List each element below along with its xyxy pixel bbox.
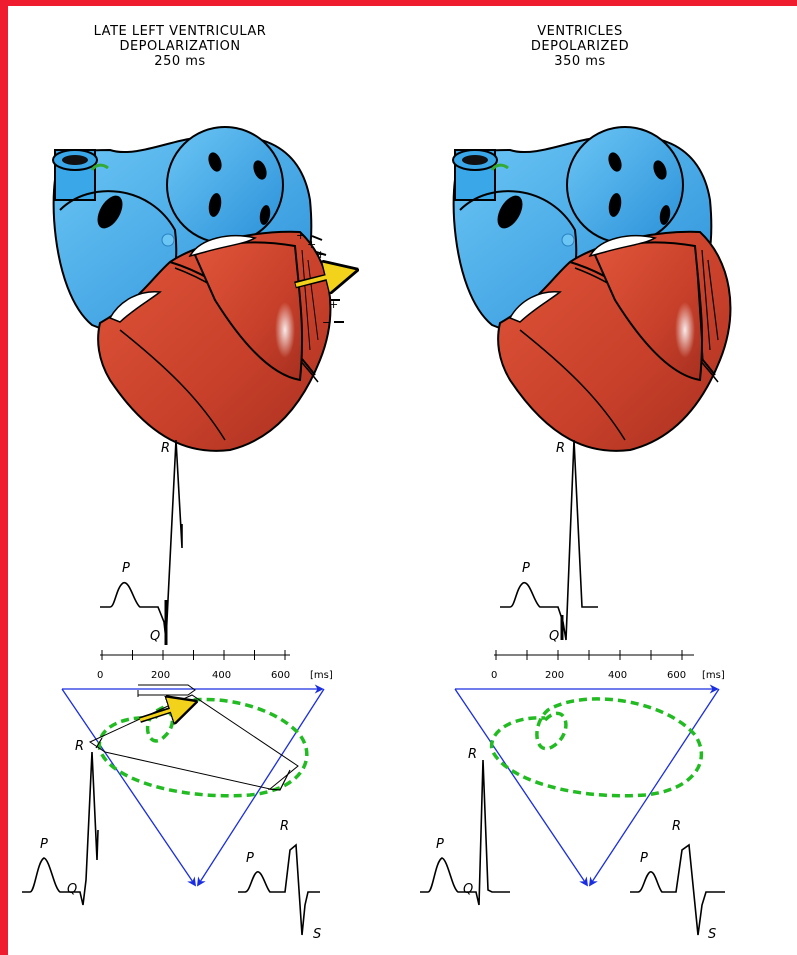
panel-2-vector-loop <box>492 699 702 796</box>
panel-1-lead-left-p-label: P <box>40 837 48 852</box>
panel-1-lead-left-r-label: R <box>75 739 84 754</box>
panel-1-lead-left-q-label: Q <box>67 882 77 897</box>
panel-2-lead-left-q-label: Q <box>463 882 473 897</box>
panel-1-ecg-trace <box>100 440 182 645</box>
panel-1-ecg-p-label: P <box>122 561 130 576</box>
panel-2-lead-right-p-label: P <box>640 851 648 866</box>
panel-1-tick-200: 200 <box>151 670 170 681</box>
panel-2-tick-0: 0 <box>491 670 497 681</box>
panel-2-lead-left-r-label: R <box>468 747 477 762</box>
panel-1-tick-600: 600 <box>271 670 290 681</box>
panel-1-lead-right-r-label: R <box>280 819 289 834</box>
panel-1-heart: +++ ++− <box>53 127 352 451</box>
panel-2-ecg-r-label: R <box>556 441 565 456</box>
panel-2-ecg-trace <box>500 440 598 640</box>
panel-1-ecg-r-label: R <box>161 441 170 456</box>
panel-2-lead-left-p-label: P <box>436 837 444 852</box>
panel-1-tick-0: 0 <box>97 670 103 681</box>
panel-2-tick-600: 600 <box>667 670 686 681</box>
svg-text:+: + <box>296 229 305 242</box>
panel-2-lead-right-r-label: R <box>672 819 681 834</box>
panel-1-vector-loop <box>99 699 306 795</box>
panel-1-lead-right-s-label: S <box>313 927 321 942</box>
panel-1-lead-left-trace <box>22 752 98 905</box>
panel-1-ecg-q-label: Q <box>150 629 160 644</box>
panel-2-tick-200: 200 <box>545 670 564 681</box>
panel-2-heart <box>453 127 730 451</box>
svg-text:−: − <box>322 316 331 329</box>
panel-2-tick-400: 400 <box>608 670 627 681</box>
panel-2-timeline-unit: [ms] <box>702 670 725 681</box>
panel-2-lead-right-s-label: S <box>708 927 716 942</box>
panel-2-ecg-q-label: Q <box>549 629 559 644</box>
panel-1-tick-400: 400 <box>212 670 231 681</box>
panel-2-ecg-p-label: P <box>522 561 530 576</box>
svg-text:+: + <box>307 238 316 251</box>
panel-1-lead-right-p-label: P <box>246 851 254 866</box>
panel-1-timeline <box>100 650 290 660</box>
panel-1-timeline-unit: [ms] <box>310 670 333 681</box>
panel-2-timeline <box>494 650 694 660</box>
